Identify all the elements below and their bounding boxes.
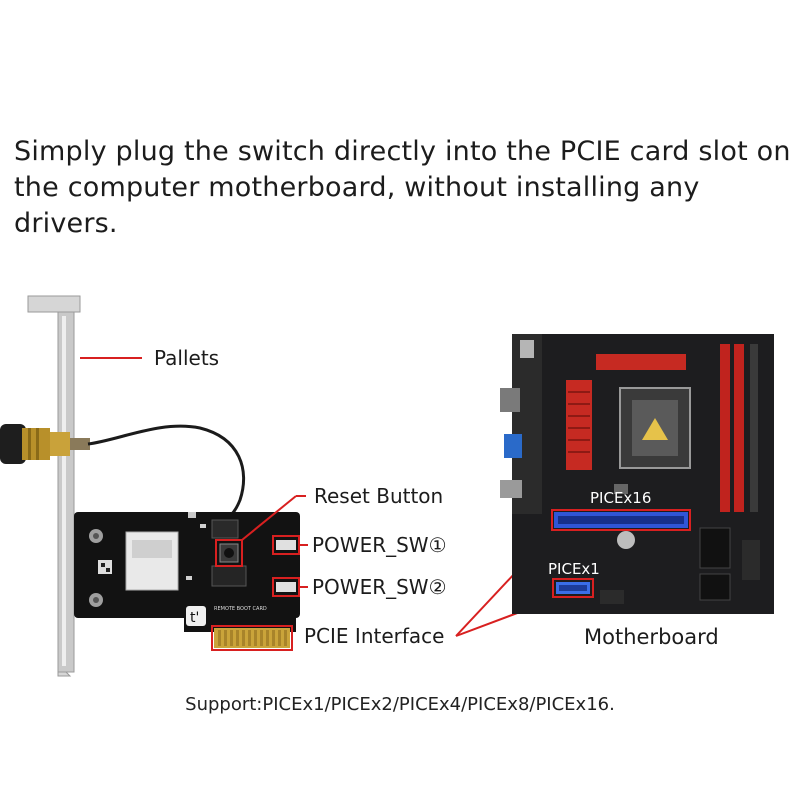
pcie-card: t' REMOTE BOOT CARD bbox=[74, 512, 300, 648]
antenna bbox=[0, 424, 90, 464]
motherboard-label: Motherboard bbox=[584, 625, 719, 649]
power-sw2-label: POWER_SW② bbox=[312, 575, 447, 599]
pcie-bracket bbox=[27, 295, 81, 677]
pallets-label: Pallets bbox=[154, 346, 220, 370]
card-silk-text: REMOTE BOOT CARD bbox=[214, 606, 267, 612]
antenna-cable bbox=[87, 424, 246, 520]
svg-text:t': t' bbox=[190, 610, 199, 626]
headline: Simply plug the switch directly into the… bbox=[14, 136, 791, 239]
reset-button-label: Reset Button bbox=[314, 484, 444, 508]
slot-x16-label: PICEx16 bbox=[590, 489, 651, 507]
slot-x1-label: PICEx1 bbox=[548, 560, 600, 578]
pcie-interface-label: PCIE Interface bbox=[304, 624, 445, 648]
motherboard: PICEx16 PICEx1 bbox=[500, 334, 774, 614]
card-callouts bbox=[80, 357, 308, 651]
support-note: Support:PICEx1/PICEx2/PICEx4/PICEx8/PICE… bbox=[185, 694, 615, 715]
power-sw1-label: POWER_SW① bbox=[312, 533, 447, 557]
